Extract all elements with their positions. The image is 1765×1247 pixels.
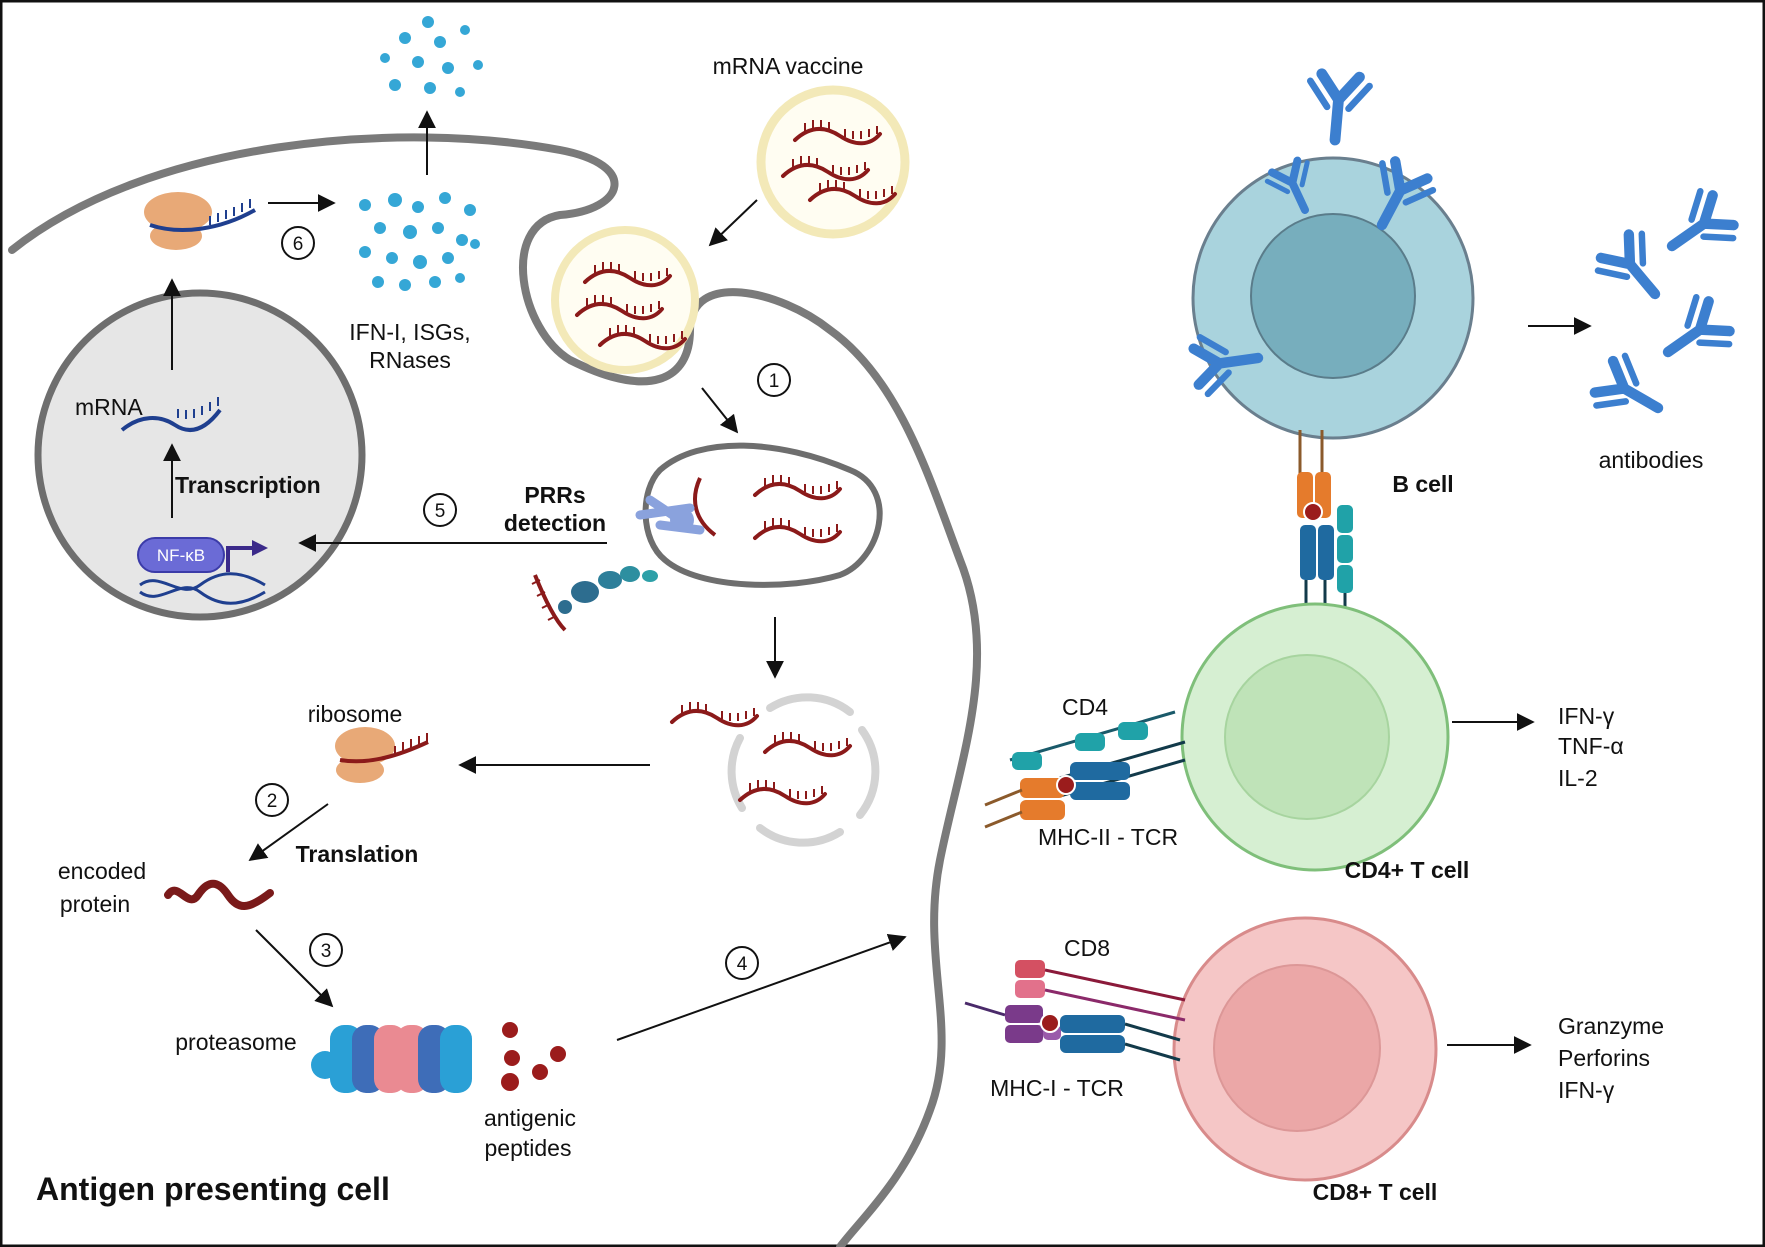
degradation-arrow [255, 929, 334, 1008]
cd4-output-3: IL-2 [1558, 765, 1598, 791]
escaped-rna-2 [763, 730, 852, 758]
mhc2-tcr-complex [984, 710, 1186, 829]
step-3-marker: 3 [309, 933, 343, 967]
antibody-icon-3 [1652, 293, 1736, 376]
proteasome-label: proteasome [175, 1029, 296, 1055]
secreted-ifn-dots [380, 16, 483, 97]
cd8-label: CD8 [1064, 935, 1110, 961]
apc-title: Antigen presenting cell [36, 1171, 390, 1207]
antibodies-label: antibodies [1599, 447, 1704, 473]
antigenic-peptides-icon [501, 1022, 566, 1091]
mhc1-tcr-complex [964, 960, 1186, 1062]
step-1-marker: 1 [757, 363, 791, 397]
step-6-marker: 6 [281, 226, 315, 260]
translation-label: Translation [296, 841, 419, 867]
lnp-endocytosed [551, 226, 699, 374]
cd8-t-cell-label: CD8+ T cell [1313, 1179, 1438, 1205]
antigenic-peptides-line2: peptides [485, 1135, 572, 1161]
ruptured-endosome [727, 693, 880, 847]
uptake-arrow [708, 199, 758, 247]
step-5-marker: 5 [423, 493, 457, 527]
cd8-output-1: Granzyme [1558, 1013, 1664, 1039]
endosome [642, 442, 883, 588]
mrna-blue-icon [120, 397, 222, 432]
ifn-dots-cluster [359, 192, 480, 291]
svg-text:4: 4 [737, 954, 748, 975]
b-cell-nucleus [1250, 213, 1416, 379]
cd4-t-cell-nucleus [1224, 654, 1390, 820]
encoded-protein-line1: encoded [58, 858, 146, 884]
rig-i-receptor-icon [531, 566, 658, 632]
endosome-arrow [701, 387, 739, 434]
cd4-t-cell-label: CD4+ T cell [1345, 857, 1470, 883]
cd4-output-1: IFN-γ [1558, 703, 1615, 729]
antibody-icon-1 [1656, 187, 1740, 270]
cd4-output-2: TNF-α [1558, 733, 1624, 759]
proteasome-icon [311, 1025, 472, 1093]
apc-membrane [8, 133, 982, 1247]
svg-text:1: 1 [769, 371, 780, 392]
prrs-label-line2: detection [504, 510, 606, 536]
antigenic-peptides-line1: antigenic [484, 1105, 576, 1131]
ifn-label-line1: IFN-I, ISGs, [349, 319, 470, 345]
bcr-icon-2 [1305, 73, 1370, 143]
presentation-arrow [616, 933, 907, 1041]
svg-text:5: 5 [435, 501, 446, 522]
mrna-label: mRNA [75, 394, 143, 420]
tlr-receptor-icon [635, 477, 717, 537]
ribosome-icon [335, 727, 429, 783]
cd4-label: CD4 [1062, 694, 1108, 720]
nfkb-label: NF-κB [157, 546, 205, 565]
prrs-label-line1: PRRs [524, 482, 585, 508]
transcription-label: Transcription [175, 472, 321, 498]
translation-arrow [248, 803, 329, 862]
escaped-rna-1 [670, 700, 759, 728]
mrna-vaccine-label: mRNA vaccine [713, 53, 864, 79]
mhc1-tcr-label: MHC-I - TCR [990, 1075, 1124, 1101]
ribosome-top-icon [144, 192, 256, 250]
step-2-marker: 2 [255, 783, 289, 817]
cd8-t-cell-nucleus [1213, 964, 1381, 1132]
ifn-label-line2: RNases [369, 347, 451, 373]
svg-text:6: 6 [293, 234, 304, 255]
b-cell-label: B cell [1392, 471, 1453, 497]
cd8-output-2: Perforins [1558, 1045, 1650, 1071]
svg-text:3: 3 [321, 941, 332, 962]
encoded-protein-icon [164, 879, 274, 910]
lnp-vaccine [756, 85, 910, 239]
ribosome-label: ribosome [308, 701, 403, 727]
encoded-protein-line2: protein [60, 891, 130, 917]
dna-icon [139, 572, 266, 605]
mhc2-tcr-label: MHC-II - TCR [1038, 824, 1178, 850]
nucleus [34, 289, 366, 621]
antibody-icon-2 [1593, 228, 1677, 313]
antibody-icon-4 [1590, 352, 1673, 433]
cd8-output-3: IFN-γ [1558, 1077, 1615, 1103]
step-4-marker: 4 [725, 946, 759, 980]
svg-text:2: 2 [267, 791, 278, 812]
bcell-tcell-synapse [1297, 430, 1353, 632]
escaped-rna-3 [738, 778, 827, 806]
nfkb-icon: NF-κB [137, 537, 268, 573]
